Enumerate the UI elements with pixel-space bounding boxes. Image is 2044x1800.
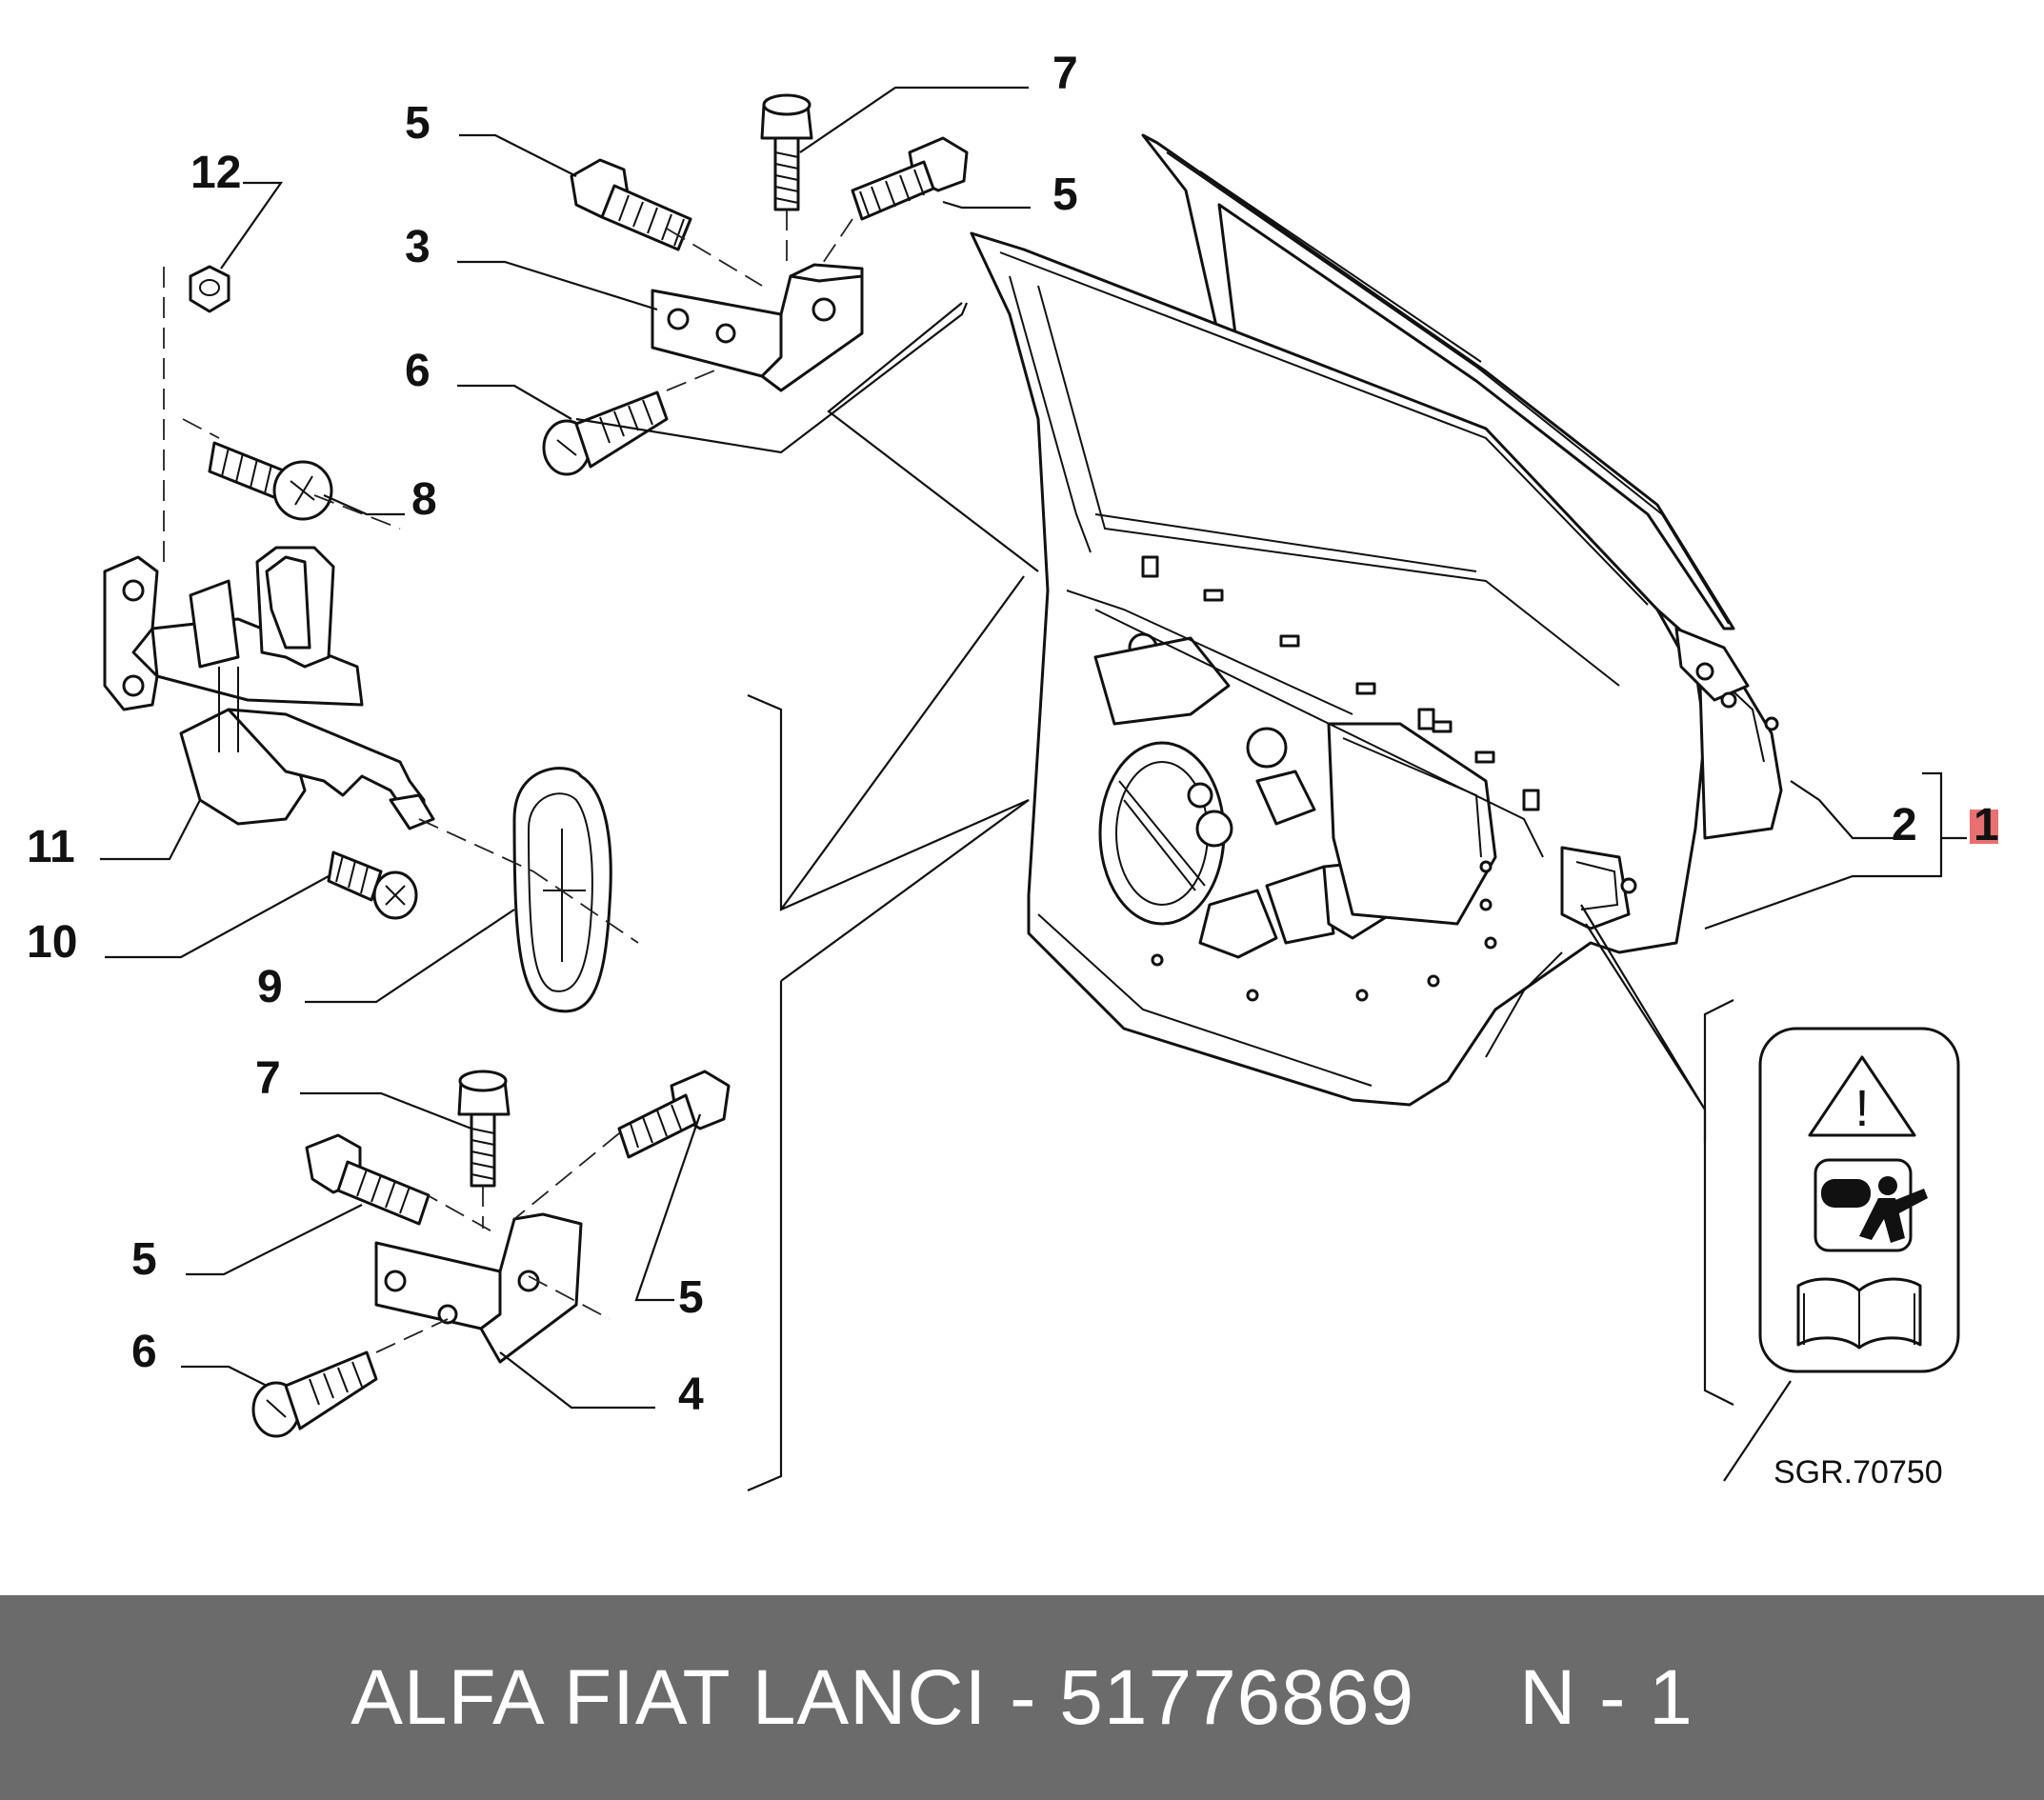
callout-numbers: 12 5 7 5 3 6 8 11 10 9 7 5 5 6 4 2 1 SGR… bbox=[27, 49, 1999, 1490]
airbag-icon bbox=[1814, 1158, 1928, 1252]
part-number-text: ALFA FIAT LANCI - 51776869 bbox=[351, 1653, 1415, 1741]
callout-10: 10 bbox=[27, 917, 77, 968]
bolt-8 bbox=[208, 441, 333, 521]
parts-diagram: ! bbox=[27, 49, 1999, 1492]
upper-door-hinge-part-3 bbox=[651, 263, 864, 392]
callout-4: 4 bbox=[678, 1370, 704, 1420]
nut-12 bbox=[189, 265, 230, 313]
callout-9: 9 bbox=[257, 962, 283, 1012]
bolt-6-lower bbox=[251, 1350, 378, 1438]
callout-5-lower-left: 5 bbox=[131, 1234, 157, 1285]
callout-1: 1 bbox=[1974, 800, 1999, 850]
manual-book-icon bbox=[1796, 1277, 1922, 1350]
quantity-text: N - 1 bbox=[1519, 1653, 1693, 1741]
callout-6-lower: 6 bbox=[131, 1327, 157, 1377]
bolt-5-upper-left bbox=[570, 158, 692, 251]
callout-11: 11 bbox=[27, 822, 75, 872]
bolt-6-upper bbox=[542, 390, 669, 476]
bolt-7-lower bbox=[457, 1070, 511, 1188]
callout-5-lower-right: 5 bbox=[678, 1272, 704, 1323]
rear-door-assembly bbox=[970, 133, 1783, 1107]
door-shell bbox=[970, 231, 1707, 1107]
grommet-9 bbox=[512, 767, 612, 1013]
warning-triangle-icon: ! bbox=[1808, 1055, 1916, 1137]
callout-7-lower: 7 bbox=[255, 1053, 281, 1104]
callout-2: 2 bbox=[1892, 800, 1917, 850]
callout-3: 3 bbox=[405, 222, 431, 272]
callout-8: 8 bbox=[411, 474, 437, 525]
bolt-5-lower-right bbox=[617, 1070, 731, 1159]
callout-6-upper: 6 bbox=[405, 346, 431, 396]
leader-lines bbox=[100, 86, 1967, 1492]
callout-5-upper-left: 5 bbox=[405, 98, 431, 149]
callout-7-upper: 7 bbox=[1052, 49, 1078, 99]
reference-code: SGR.70750 bbox=[1773, 1454, 1943, 1490]
screw-10 bbox=[327, 850, 418, 920]
door-rear-flange bbox=[1655, 608, 1783, 840]
door-latch-housing bbox=[1560, 846, 1631, 930]
assembly-lines bbox=[163, 210, 853, 1353]
callout-5-upper-right: 5 bbox=[1052, 170, 1078, 220]
bolt-5-upper-right bbox=[851, 136, 969, 221]
callout-12: 12 bbox=[190, 148, 241, 198]
warning-label: ! bbox=[1758, 1027, 1960, 1373]
svg-text:!: ! bbox=[1854, 1080, 1869, 1137]
exploded-view-drawing: ! bbox=[27, 49, 1999, 1492]
door-check-strap-11 bbox=[103, 546, 435, 830]
callout-1-highlight bbox=[1970, 810, 1998, 844]
bolt-5-lower-left bbox=[305, 1133, 431, 1226]
lower-door-hinge-part-4 bbox=[374, 1212, 583, 1364]
bolt-7-upper bbox=[760, 93, 813, 211]
part-number-banner: ALFA FIAT LANCI - 51776869 N - 1 bbox=[0, 1595, 2044, 1800]
